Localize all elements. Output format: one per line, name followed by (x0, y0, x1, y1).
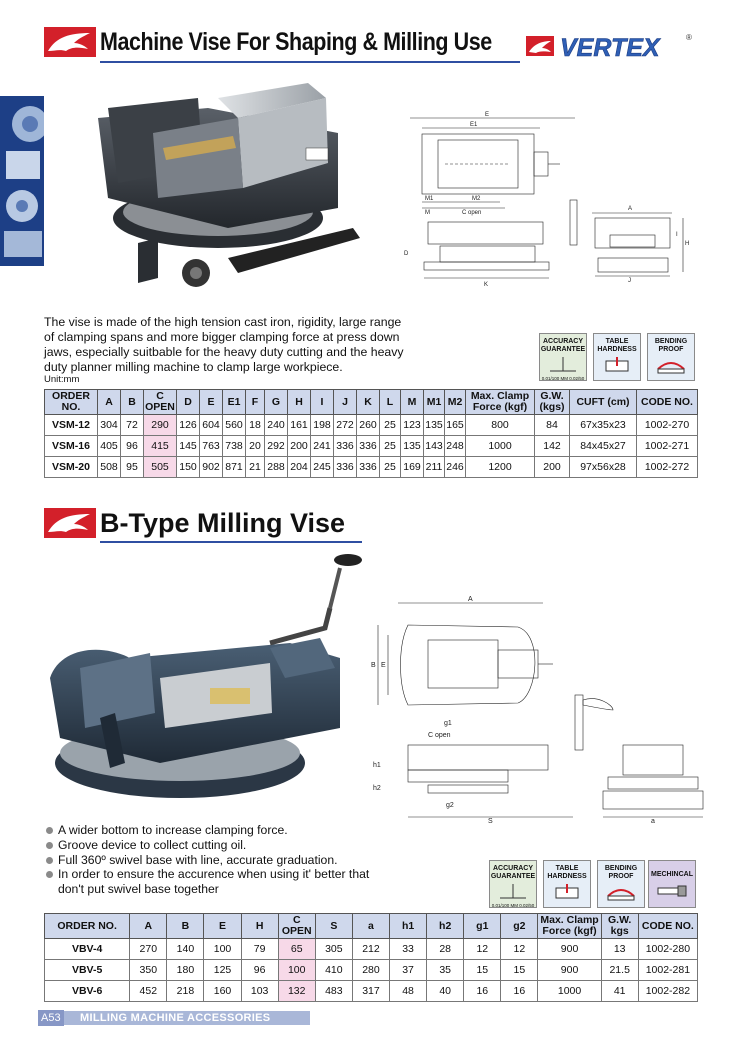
svg-text:C open: C open (462, 210, 481, 216)
list-item: A wider bottom to increase clamping forc… (46, 823, 378, 838)
svg-text:H: H (685, 241, 689, 247)
unit-label: Unit:mm (44, 374, 80, 385)
table-hardness-badge: TABLE HARDNESS (543, 860, 591, 908)
mechanical-screw-icon (657, 885, 687, 897)
svg-text:®: ® (686, 33, 692, 42)
bending-proof-badge: BENDING PROOF (597, 860, 645, 908)
vsm-spec-table: ORDER NO. A B C OPEN D E E1 F G H I J K … (44, 389, 698, 478)
svg-text:E: E (381, 662, 386, 669)
section-title-b-type-vise: B-Type Milling Vise (100, 508, 346, 538)
mechanical-badge: MECHINCAL (648, 860, 696, 908)
brand-name: VERTEX (560, 34, 661, 62)
svg-text:J: J (628, 278, 631, 284)
list-item: In order to ensure the accurence when us… (46, 867, 378, 897)
hardness-test-icon (605, 357, 629, 372)
list-item: Groove device to collect cutting oil. (46, 838, 378, 853)
svg-text:E: E (485, 112, 489, 118)
svg-text:g1: g1 (444, 720, 452, 727)
b-type-vise-photo (50, 554, 362, 798)
svg-text:M2: M2 (472, 196, 481, 202)
svg-text:h1: h1 (373, 762, 381, 769)
vertex-brand-logo: VERTEX ® (526, 33, 692, 62)
svg-text:S: S (488, 818, 493, 825)
accuracy-guarantee-badge: ACCURACY GUARANTEE 0.01/100 MM 0.02/50 (489, 860, 537, 908)
side-photo-strip (0, 96, 44, 266)
hardness-test-icon (555, 884, 579, 899)
title-underline (100, 541, 362, 543)
svg-text:E1: E1 (470, 122, 478, 128)
svg-text:M1: M1 (425, 196, 434, 202)
accuracy-gauge-icon (500, 884, 526, 899)
machine-vise-drawing: E E1 M1 M2 M C open K D A J H I (404, 112, 689, 288)
footer-category: MILLING MACHINE ACCESSORIES (80, 1012, 271, 1024)
accuracy-gauge-icon (550, 357, 576, 372)
bending-arrow-icon (657, 362, 685, 374)
product-description: The vise is made of the high tension cas… (44, 315, 404, 374)
svg-text:A: A (468, 596, 473, 603)
svg-text:a: a (651, 818, 655, 825)
accuracy-guarantee-badge: ACCURACY GUARANTEE 0.01/100 MM 0.02/50 (539, 333, 587, 381)
svg-text:B: B (371, 662, 376, 669)
bending-proof-badge: BENDING PROOF (647, 333, 695, 381)
eagle-logo-icon (44, 27, 96, 57)
svg-text:g2: g2 (446, 802, 454, 809)
feature-list: A wider bottom to increase clamping forc… (46, 823, 378, 897)
title-underline (100, 61, 520, 63)
page-number: A53 (38, 1010, 64, 1026)
section-title-machine-vise: Machine Vise For Shaping & Milling Use (100, 28, 492, 56)
b-type-vise-drawing: A B E g1 C open h1 h2 g2 S a (371, 596, 704, 825)
svg-text:M: M (425, 210, 430, 216)
eagle-logo-icon (44, 508, 96, 538)
footer-bar (62, 1011, 310, 1025)
svg-text:C open: C open (428, 732, 451, 739)
machine-vise-photo (98, 83, 360, 287)
svg-text:A: A (628, 206, 632, 212)
svg-text:I: I (676, 232, 678, 238)
vbv-spec-table: ORDER NO. A B E H C OPEN S a h1 h2 g1 g2… (43, 913, 699, 1002)
bending-arrow-icon (607, 889, 635, 901)
svg-text:K: K (484, 282, 488, 288)
svg-text:D: D (404, 251, 409, 257)
svg-text:h2: h2 (373, 785, 381, 792)
table-hardness-badge: TABLE HARDNESS (593, 333, 641, 381)
list-item: Full 360º swivel base with line, accurat… (46, 853, 338, 868)
